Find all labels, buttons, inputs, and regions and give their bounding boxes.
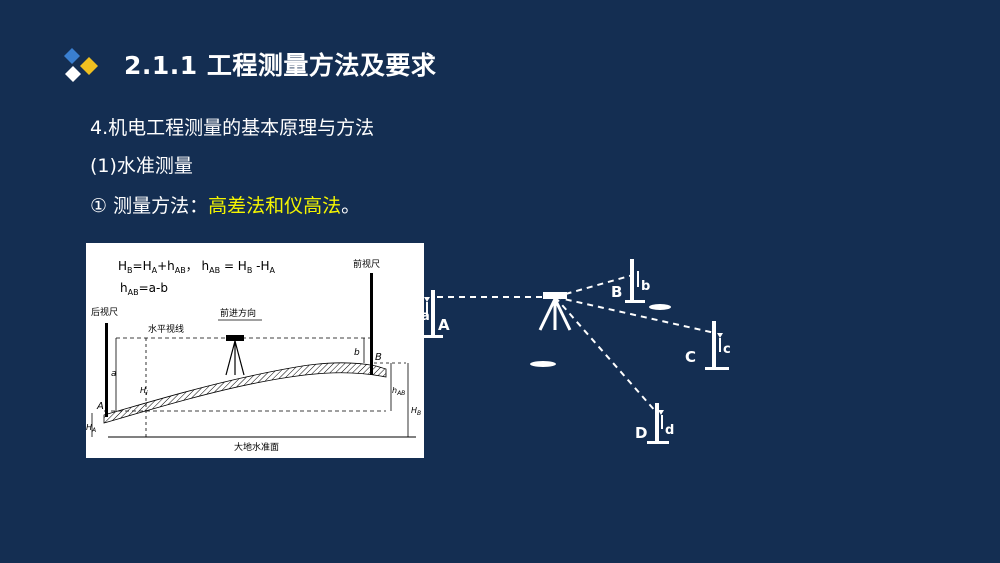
front-staff-label: 前视尺: [353, 258, 380, 270]
tripod-leg: [538, 298, 557, 331]
point-C: C: [685, 348, 696, 366]
level-instrument: [543, 292, 567, 299]
hab-label: hAB: [392, 386, 405, 397]
point-A: A: [438, 316, 450, 334]
reading-b: b: [641, 279, 650, 294]
logo-white-diamond: [65, 66, 81, 82]
reading-b-label: b: [354, 348, 360, 358]
point-B-label: B: [375, 352, 382, 363]
ha-label: HA: [86, 423, 96, 434]
method-prefix: ① 测量方法：: [90, 195, 209, 217]
ground-A: [423, 335, 443, 338]
tripod-leg: [225, 340, 236, 376]
staff-B: [630, 259, 634, 301]
staff-A: [431, 290, 435, 337]
staff-A-arrow: [424, 297, 430, 302]
staff-A-measure: [426, 302, 428, 315]
method-line: ① 测量方法：高差法和仪高法。: [90, 191, 360, 218]
page-title: 2.1.1 工程测量方法及要求: [124, 51, 437, 80]
staff-D-measure: [661, 415, 663, 429]
point-A-label: A: [96, 401, 104, 412]
hi-label: Hi: [140, 386, 148, 397]
ground-C: [705, 367, 729, 370]
method-highlight: 高差法和仪高法: [208, 195, 342, 217]
section-heading: 4.机电工程测量的基本原理与方法: [90, 117, 375, 139]
staff-D: [655, 403, 659, 443]
logo-yellow-diamond: [80, 57, 98, 75]
rear-staff: [105, 323, 108, 417]
ground-D: [647, 441, 669, 444]
reading-a: a: [421, 309, 430, 324]
tripod-leg: [553, 298, 572, 331]
ground-blob: [530, 361, 556, 367]
hb-label: HB: [411, 406, 421, 417]
ground-blob: [649, 304, 671, 310]
formula-2: hAB=a-b: [120, 281, 168, 297]
sight-line-D: [554, 296, 658, 414]
ground-B: [625, 300, 645, 303]
method-suffix: 。: [341, 195, 361, 217]
instrument-height-diagram: a A B b C c D d: [421, 259, 731, 444]
reading-a-label: a: [111, 369, 117, 379]
logo-diamond-icon: [64, 48, 98, 82]
point-B: B: [611, 283, 622, 301]
subsection-heading: (1)水准测量: [90, 155, 193, 177]
logo-blue-diamond: [64, 48, 80, 64]
level-instrument-head: [226, 335, 244, 341]
sight-line-C: [554, 296, 716, 334]
point-D: D: [635, 424, 647, 442]
direction-label: 前进方向: [220, 307, 256, 319]
staff-D-arrow: [658, 410, 664, 415]
staff-C: [712, 321, 716, 369]
formula-1: HB=HA+hAB， hAB = HB -HA: [118, 259, 276, 275]
reading-d: d: [665, 423, 674, 438]
rear-staff-label: 后视尺: [91, 306, 118, 318]
sight-line-B: [554, 274, 634, 298]
staff-C-measure: [719, 338, 721, 352]
leveling-diagram-svg: HB=HA+hAB， hAB = HB -HA hAB=a-b 前视尺 后视尺 …: [86, 258, 421, 453]
ground-surface: [103, 362, 387, 424]
staff-B-measure: [637, 271, 639, 287]
front-staff: [370, 273, 373, 375]
reading-c: c: [723, 342, 731, 357]
datum-label: 大地水准面: [234, 441, 279, 453]
staff-C-arrow: [717, 333, 723, 338]
tripod-leg: [234, 340, 245, 376]
leveling-principle-diagram: HB=HA+hAB， hAB = HB -HA hAB=a-b 前视尺 后视尺 …: [86, 243, 424, 458]
horizontal-sight-label: 水平视线: [148, 323, 184, 335]
